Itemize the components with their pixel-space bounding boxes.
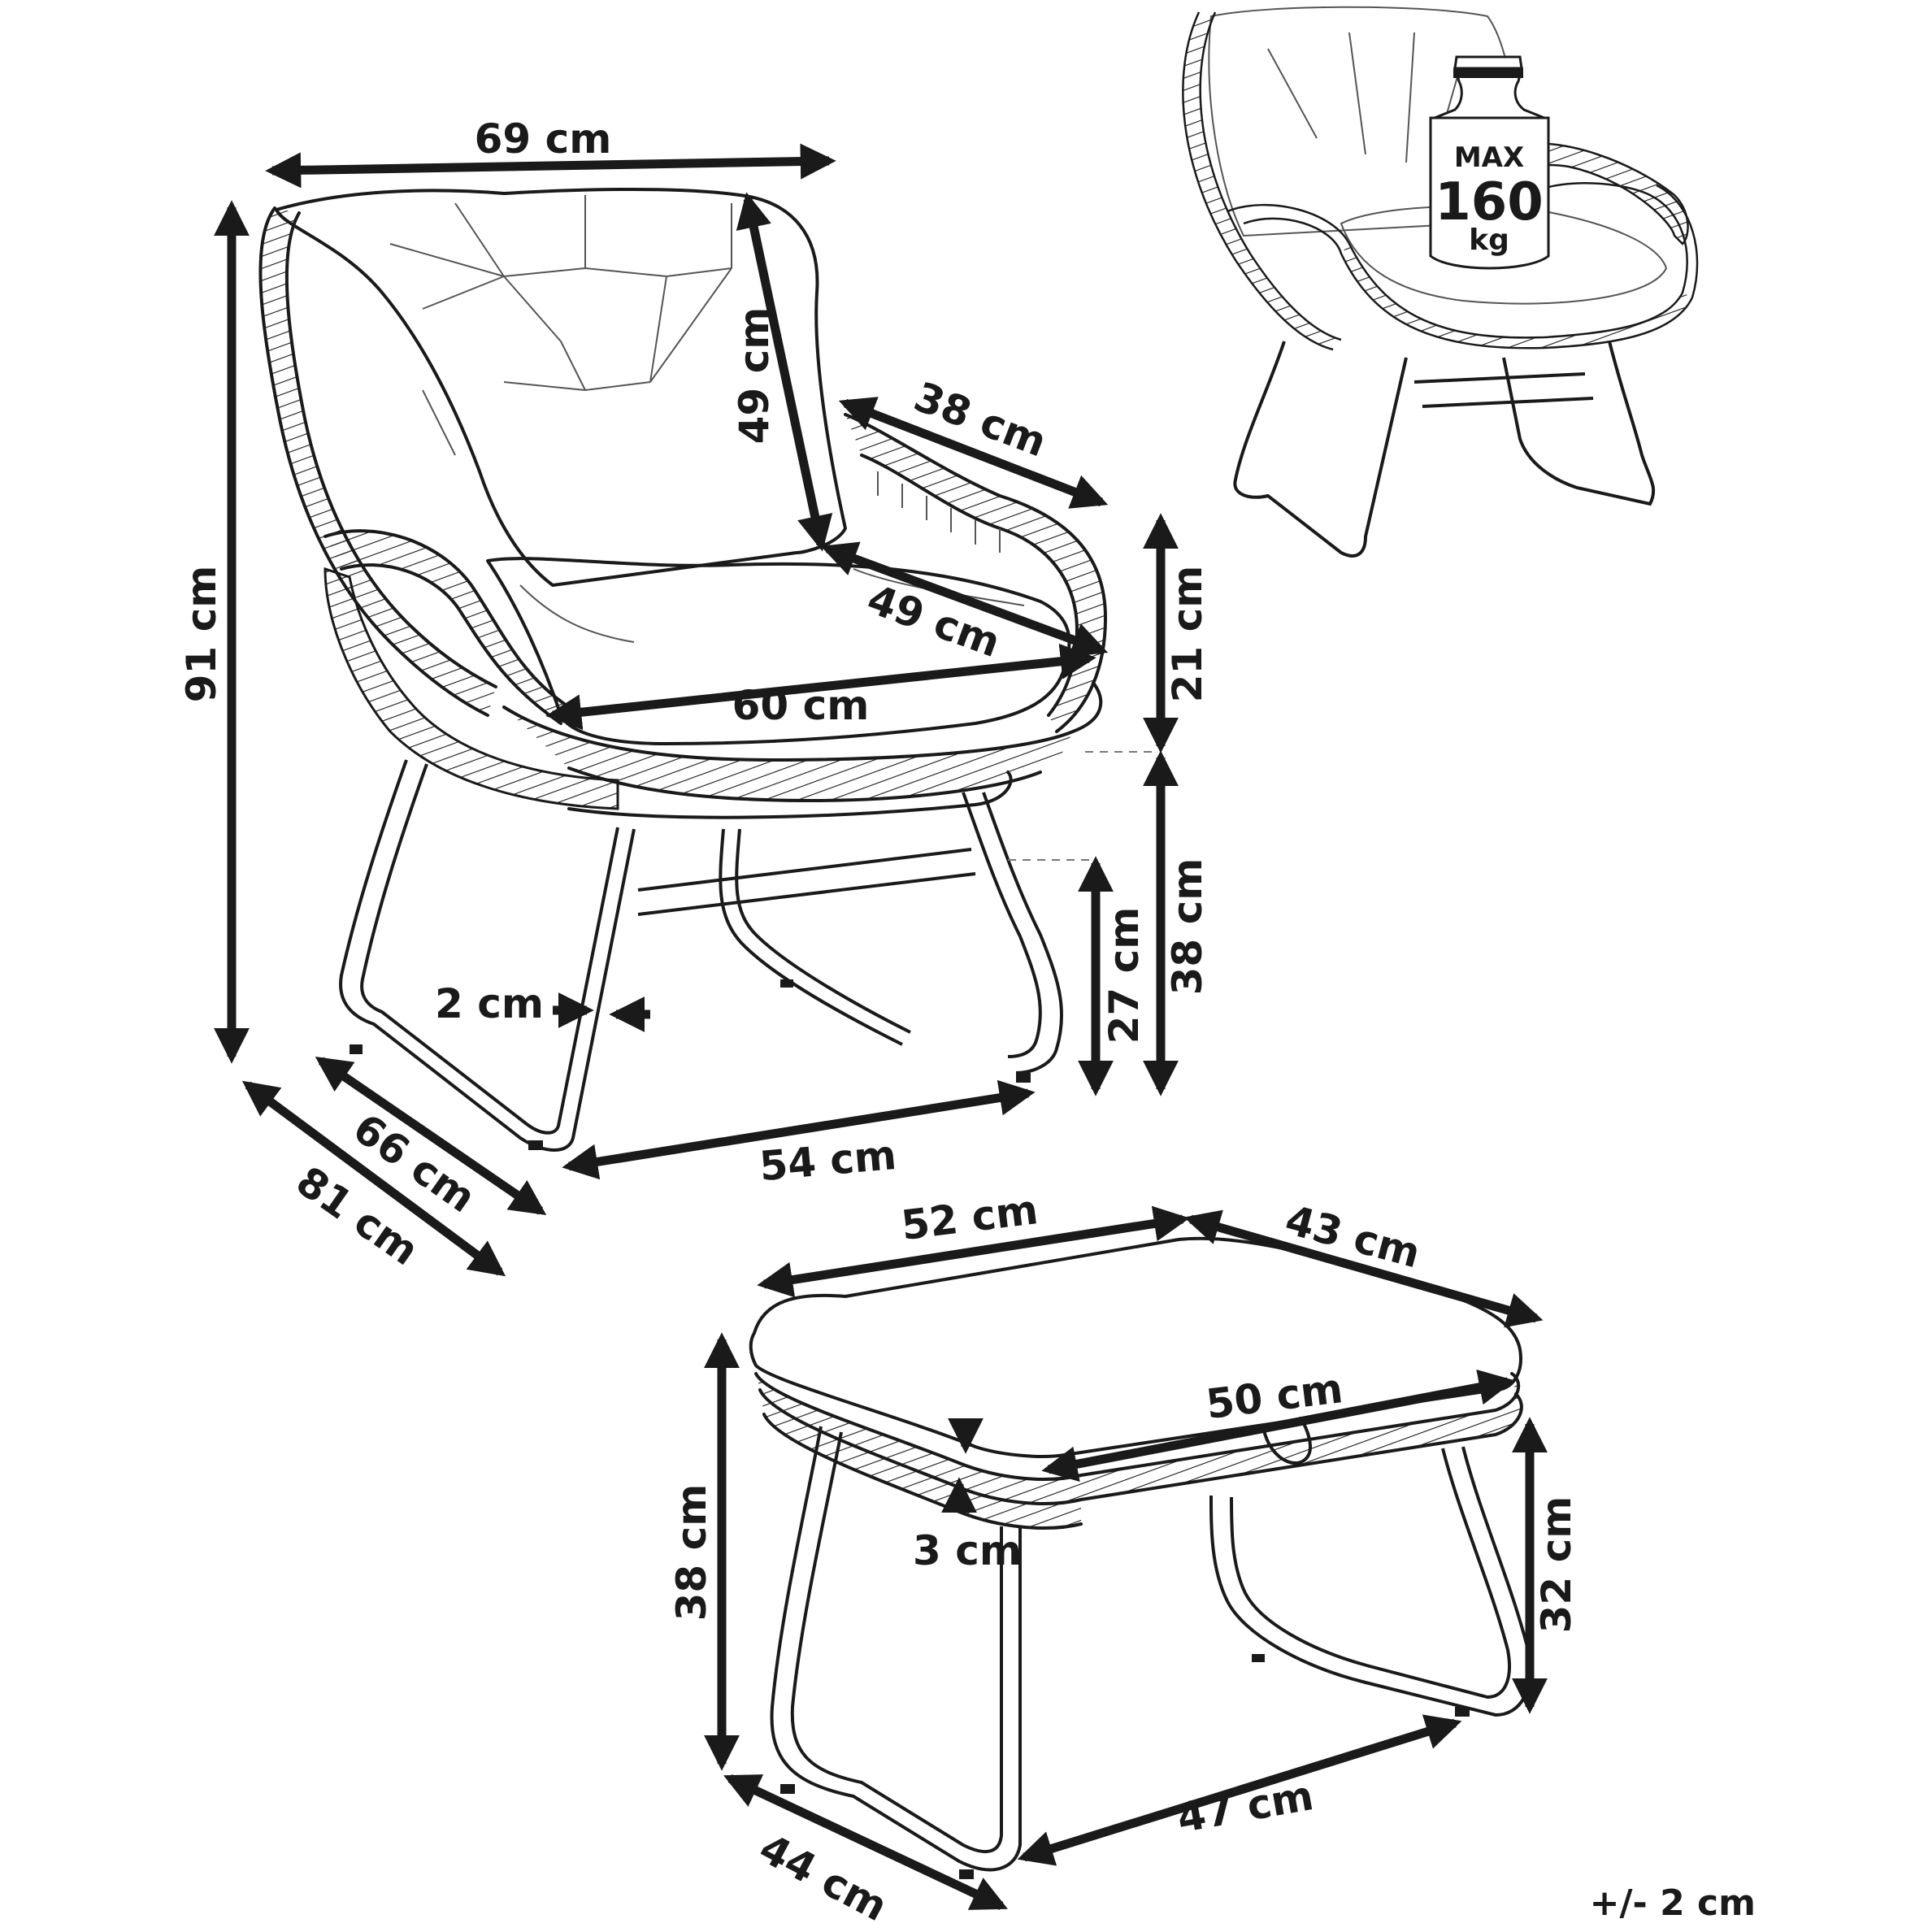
weight-max-label: MAX — [1454, 141, 1524, 174]
arrow-depth-81 — [241, 1080, 506, 1277]
label-seat-width: 60 cm — [732, 682, 870, 729]
footstool-drawing — [749, 1236, 1532, 1879]
arrow-base-width-54 — [562, 1079, 1036, 1180]
perspective-chair-illustration: MAX 160 kg — [1182, 6, 1699, 558]
dimension-labels: 69 cm 91 cm 49 cm 38 cm 49 cm 60 cm 21 c… — [178, 115, 1580, 1930]
arrow-seat-width-60 — [545, 643, 1096, 731]
weight-limit-badge: MAX 160 kg — [1429, 55, 1550, 270]
weight-unit: kg — [1469, 224, 1509, 257]
arrow-stool-base-width-47 — [1017, 1714, 1462, 1866]
label-stool-width: 52 cm — [899, 1186, 1041, 1249]
arrow-seat-depth-49 — [820, 541, 1109, 658]
label-stool-base-width: 47 cm — [1174, 1772, 1317, 1842]
label-stool-height: 38 cm — [668, 1484, 715, 1622]
label-leg-diameter: 2 cm — [435, 980, 544, 1027]
label-stool-cushion-thickness: 3 cm — [913, 1527, 1022, 1574]
label-crossbar-height: 27 cm — [1101, 907, 1148, 1044]
weight-value: 160 — [1435, 172, 1544, 232]
label-stool-base-depth: 44 cm — [752, 1825, 895, 1928]
arrow-backrest-49 — [736, 192, 833, 552]
arrow-armrest-38 — [838, 397, 1109, 509]
arrow-stool-cushion-50 — [1041, 1370, 1515, 1482]
label-base-width: 54 cm — [758, 1131, 898, 1190]
label-stool-frame-height: 32 cm — [1533, 1496, 1580, 1634]
arrow-stool-depth-43 — [1183, 1209, 1544, 1328]
label-width: 69 cm — [475, 115, 612, 163]
arrow-width-69 — [265, 143, 836, 189]
tolerance-note: +/- 2 cm — [1590, 1882, 1756, 1924]
label-height: 91 cm — [178, 566, 225, 703]
label-armrest-height: 21 cm — [1164, 566, 1211, 703]
dimension-arrows — [214, 143, 1548, 1910]
arrow-stool-width-52 — [757, 1205, 1190, 1298]
arrow-stool-base-depth-44 — [723, 1774, 1008, 1910]
label-backrest: 49 cm — [731, 307, 778, 445]
label-seat-height: 38 cm — [1164, 858, 1211, 996]
